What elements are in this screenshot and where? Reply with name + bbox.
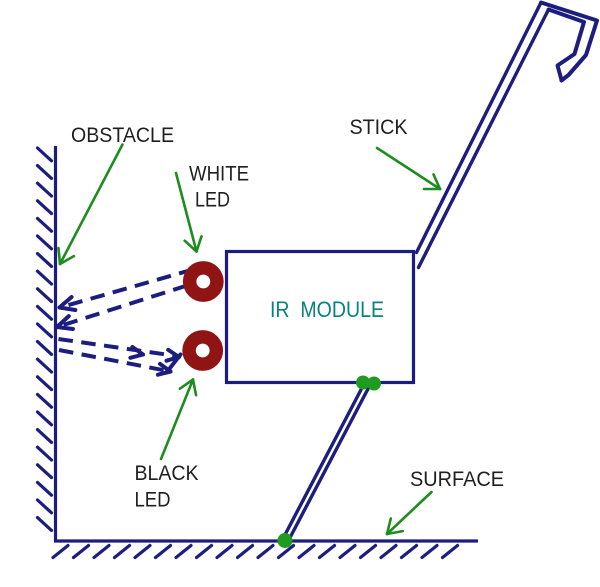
svg-text:LED: LED [135,488,171,512]
svg-text:WHITE: WHITE [189,162,249,186]
svg-text:STICK: STICK [350,115,409,139]
svg-text:BLACK: BLACK [135,461,200,485]
svg-text:LED: LED [195,188,230,212]
svg-text:SURFACE: SURFACE [410,467,504,491]
svg-text:IR MODULE: IR MODULE [270,297,384,322]
svg-text:OBSTACLE: OBSTACLE [71,123,174,147]
